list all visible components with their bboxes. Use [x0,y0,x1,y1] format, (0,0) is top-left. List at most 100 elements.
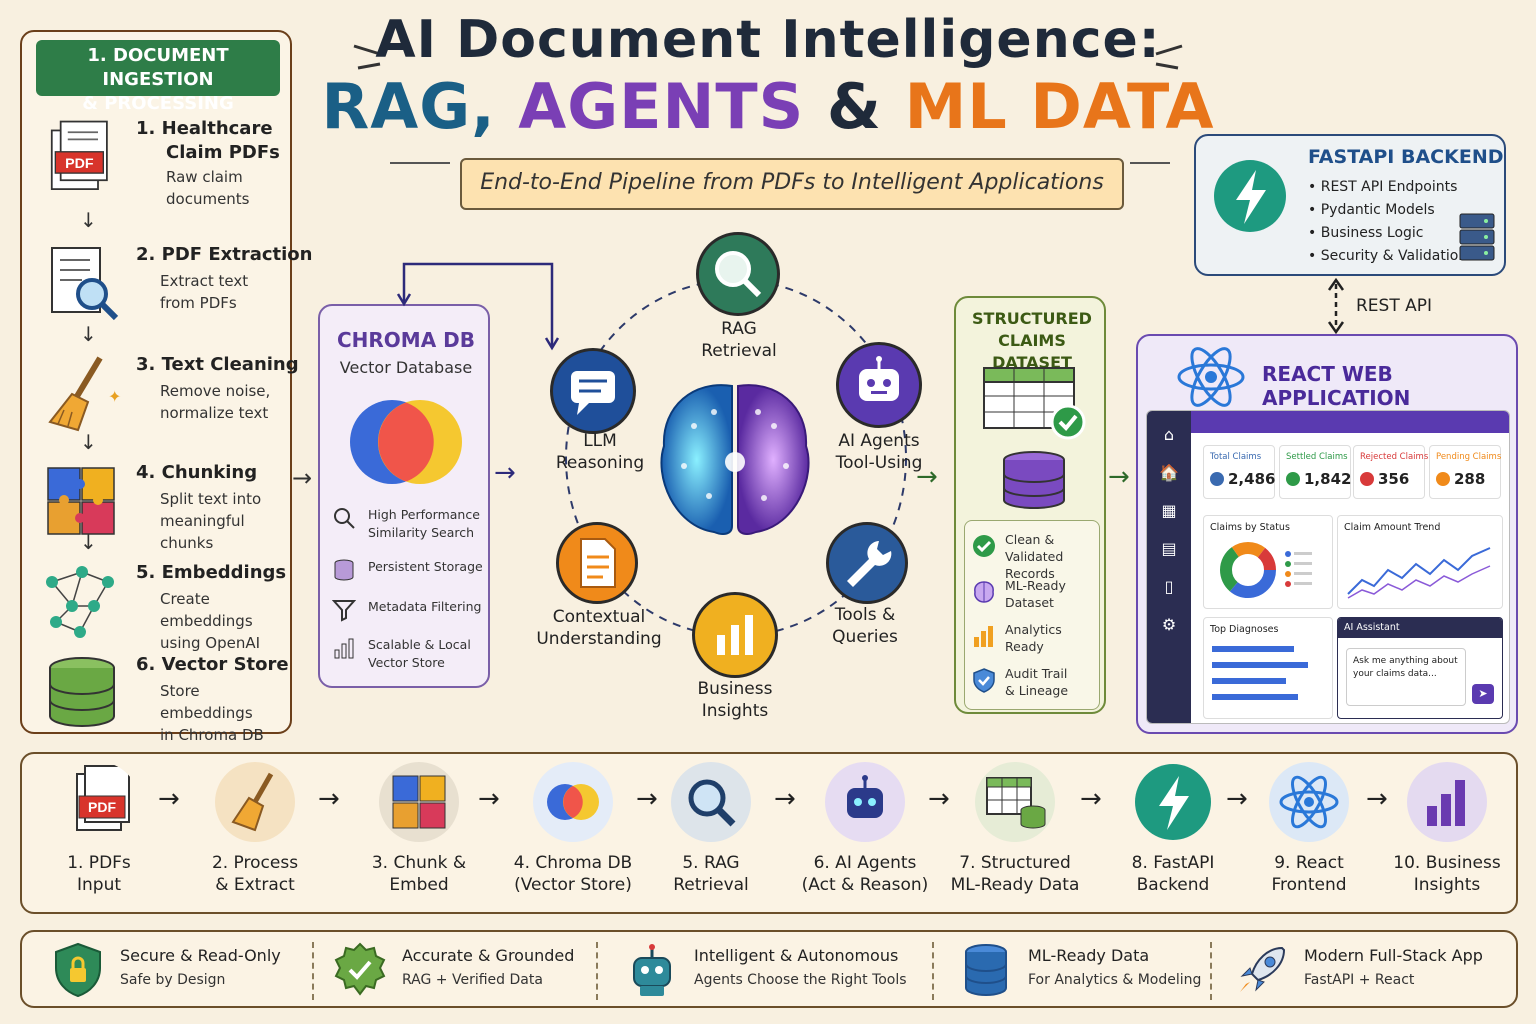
database-icon [1003,451,1065,509]
footer-divider [596,942,598,1000]
chat-icon [571,371,615,415]
flow-arrow: → [318,784,340,814]
tools-node [826,522,908,604]
filter-icon [332,600,356,622]
llm-node [550,348,636,434]
bar-chart-icon [974,626,993,647]
dashboard-topbar [1191,411,1509,433]
home-icon[interactable]: ⌂ [1163,425,1175,444]
diagnosis-bar [1212,678,1286,684]
ai-assistant-card[interactable]: AI Assistant Ask me anything about your … [1337,617,1503,719]
lightning-icon [1214,160,1286,232]
down-arrow: ↓ [80,430,97,454]
arrow-to-react: → [1108,462,1130,492]
donut-chart [1220,542,1312,598]
subtitle-rule-left [390,162,450,164]
table-icon [975,762,1055,842]
step-title: 5. Embeddings [136,562,287,583]
subtitle-banner: End-to-End Pipeline from PDFs to Intelli… [460,158,1124,210]
react-icon [1269,762,1349,842]
fastapi-list: • REST API Endpoints • Pydantic Models •… [1308,176,1467,268]
bar-chart-icon [334,638,354,659]
step-title: 4. Chunking [136,462,258,483]
step-title: 2. PDF Extraction [136,244,313,265]
fastapi-panel: FASTAPI BACKEND • REST API Endpoints • P… [1194,134,1506,276]
database-icon [965,944,1007,996]
kpi-rejected[interactable]: Rejected Claims 356 [1353,445,1428,499]
chart-icon[interactable]: ▦ [1161,501,1177,520]
top-diagnoses-card[interactable]: Top Diagnoses [1203,617,1333,719]
database-icon[interactable]: ▤ [1161,539,1177,558]
search-icon [715,251,762,298]
broom-icon [215,762,295,842]
title-ml: ML DATA [904,70,1215,143]
ingestion-panel: 1. DOCUMENT INGESTION & PROCESSING PDF 1… [20,30,312,744]
tools-node-label: Tools & Queries [832,605,898,647]
claim-trend-card[interactable]: Claim Amount Trend [1337,515,1503,609]
fastapi-item: • REST API Endpoints [1308,179,1458,195]
react-icon [1177,347,1245,407]
title-spark-right [1146,38,1186,82]
benefits-footer: Secure & Read-Only Safe by Design Accura… [20,930,1518,1008]
step-desc: Store embeddings in Chroma DB [160,682,264,744]
chroma-subtitle: Vector Database [339,358,473,377]
llm-node-label: LLM Reasoning [555,431,645,473]
kpi-pending[interactable]: Pending Claims 288 [1429,445,1501,499]
assistant-input[interactable]: Ask me anything about your claims data..… [1346,648,1466,706]
svg-text:PDF: PDF [88,799,116,815]
dataset-feature-list: Clean & Validated Records ML-Ready Datas… [964,520,1100,710]
rest-api-connector [1327,278,1345,334]
flow-arrow: → [1226,784,1248,814]
send-button[interactable]: ➤ [1472,684,1494,704]
kpi-total[interactable]: Total Claims 2,486 [1203,445,1275,499]
flow-arrow: → [928,784,950,814]
chat-icon[interactable]: ▯ [1164,577,1174,596]
rest-api-label: REST API [1356,296,1433,316]
bar-chart-icon [1407,762,1487,842]
chroma-logo-icon [350,400,462,484]
arrow-to-chroma: → [292,464,313,492]
agents-node [836,342,922,428]
benefit-secure: Secure & Read-Only Safe by Design [48,940,318,1002]
step-desc: Create embeddings using OpenAI [160,590,261,652]
diagnosis-bar [1212,662,1308,668]
puzzle-icon [379,762,459,842]
puzzle-icon [47,467,115,535]
claims-status-card[interactable]: Claims by Status [1203,515,1333,609]
search-icon [671,762,751,842]
step-desc: Raw claim documents [166,168,250,208]
benefit-intelligent: Intelligent & Autonomous Agents Choose t… [622,940,932,1002]
chroma-icon [533,762,613,842]
step-title: 6. Vector Store [136,654,289,675]
title-spark-left [350,38,390,82]
user-icon [1210,472,1224,486]
assistant-header [1338,618,1502,638]
fastapi-item: • Pydantic Models [1308,202,1435,218]
building-icon[interactable]: 🏠 [1159,463,1179,482]
arrow-to-center: → [494,458,516,488]
table-check-icon [983,367,1086,440]
rag-node-label: RAG Retrieval [701,319,777,361]
pdf-icon: PDF [50,120,108,190]
line-chart [1347,547,1491,599]
step-title-cont: Claim PDFs [166,142,280,163]
check-icon [973,535,995,557]
arrow-to-dataset: → [916,462,938,492]
flow-arrow: → [774,784,796,814]
flow-arrow: → [636,784,658,814]
robot-icon [859,356,899,401]
rocket-icon [1240,946,1286,992]
down-arrow: ↓ [80,530,97,554]
step-desc: Remove noise, normalize text [160,382,271,422]
kpi-settled[interactable]: Settled Claims 1,842 [1279,445,1351,499]
flow-arrow: → [1080,784,1102,814]
database-icon [49,657,115,727]
pending-icon [1436,472,1450,486]
contextual-node-label: Contextual Understanding [536,607,662,649]
network-icon [46,566,114,638]
check-icon [1286,472,1300,486]
benefit-ml-ready: ML-Ready Data For Analytics & Modeling [956,940,1216,1002]
chroma-panel: CHROMA DB Vector Database High Performan… [318,304,490,688]
dashboard-sidebar: ⌂ 🏠 ▦ ▤ ▯ ⚙ [1147,411,1191,723]
gear-icon[interactable]: ⚙ [1161,615,1177,634]
